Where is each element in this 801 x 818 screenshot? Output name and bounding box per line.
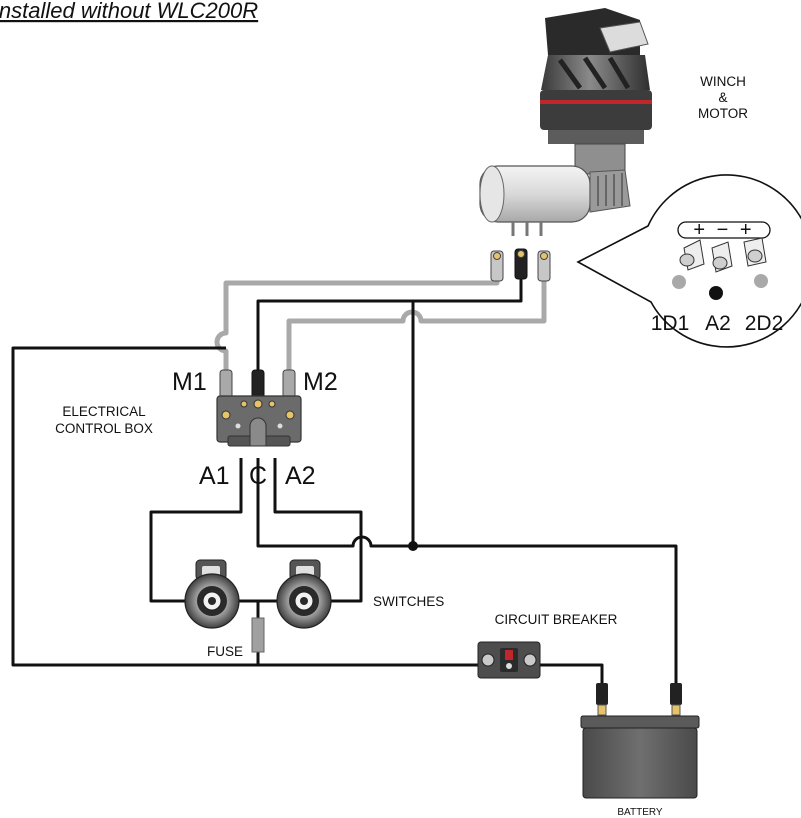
label-m2: M2 [303, 368, 338, 396]
wire-a2-to-box [256, 278, 523, 392]
control-box-label-line1: ELECTRICAL [62, 404, 146, 419]
wire-1d1-to-m1 [214, 278, 500, 396]
fuse [251, 617, 265, 653]
terminal-label-2d2: 2D2 [745, 312, 784, 335]
terminal-dot-a2 [709, 286, 723, 300]
wire-breaker-to-battery [540, 663, 604, 683]
label-a1: A1 [199, 462, 230, 490]
terminal-callout: + − + 1D1 A2 2D2 [576, 174, 801, 348]
battery [580, 683, 700, 799]
control-box-label-line2: CONTROL BOX [55, 421, 153, 436]
circuit-breaker-label: CIRCUIT BREAKER [495, 612, 618, 627]
label-c: C [249, 462, 267, 490]
winch-label-line2: & [718, 90, 727, 105]
wire-a2-to-switch [273, 458, 363, 603]
fuse-label: FUSE [207, 644, 243, 659]
label-a2: A2 [285, 462, 316, 490]
winch-motor-illustration [479, 8, 652, 282]
wire-c-to-junction [256, 458, 678, 683]
wire-a1-to-switch [149, 458, 243, 603]
terminal-dot-2d2 [754, 274, 768, 288]
switches-label: SWITCHES [373, 594, 444, 609]
wires [11, 278, 678, 683]
terminal-plate [677, 221, 771, 239]
terminal-label-1d1: 1D1 [651, 312, 690, 335]
terminal-dot-1d1 [672, 275, 686, 289]
terminal-studs [679, 237, 767, 273]
terminal-plate-symbols: + − + [693, 219, 754, 241]
battery-label: BATTERY [617, 807, 663, 818]
motor-lugs [490, 248, 551, 282]
winch-label-line1: WINCH [700, 74, 746, 89]
switch-left [184, 559, 240, 629]
circuit-breaker [477, 641, 541, 679]
caption: installed without WLC200R [0, 0, 258, 23]
wire-left-loop [11, 346, 478, 667]
control-box [216, 369, 302, 447]
terminal-label-a2: A2 [705, 312, 731, 335]
junction-dot [408, 541, 418, 551]
winch-label-line3: MOTOR [698, 106, 748, 121]
label-m1: M1 [172, 368, 207, 396]
switch-right [276, 559, 332, 629]
